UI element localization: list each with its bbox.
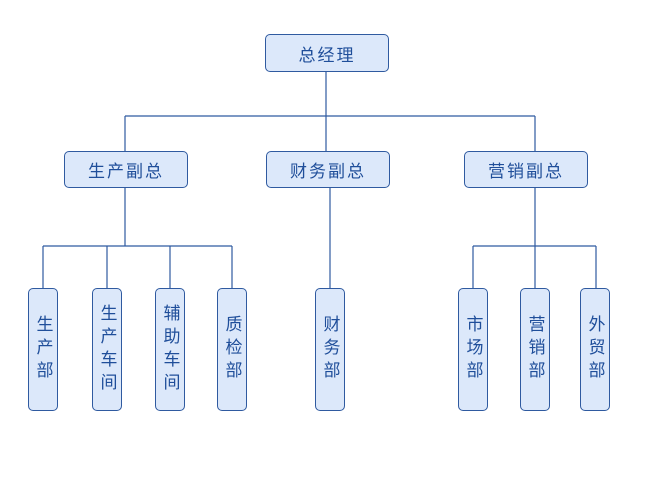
node-dept-production: 生产部 [28, 288, 58, 411]
node-dept-production-workshop: 生产车间 [92, 288, 122, 411]
node-dept-marketing: 营销部 [520, 288, 550, 411]
node-general-manager: 总经理 [265, 34, 389, 72]
node-dept-market: 市场部 [458, 288, 488, 411]
node-dept-finance: 财务部 [315, 288, 345, 411]
node-dept-auxiliary-workshop: 辅助车间 [155, 288, 185, 411]
node-vp-finance: 财务副总 [266, 151, 390, 188]
node-vp-production: 生产副总 [64, 151, 188, 188]
node-dept-foreign-trade: 外贸部 [580, 288, 610, 411]
node-dept-quality-inspection: 质检部 [217, 288, 247, 411]
node-vp-marketing: 营销副总 [464, 151, 588, 188]
